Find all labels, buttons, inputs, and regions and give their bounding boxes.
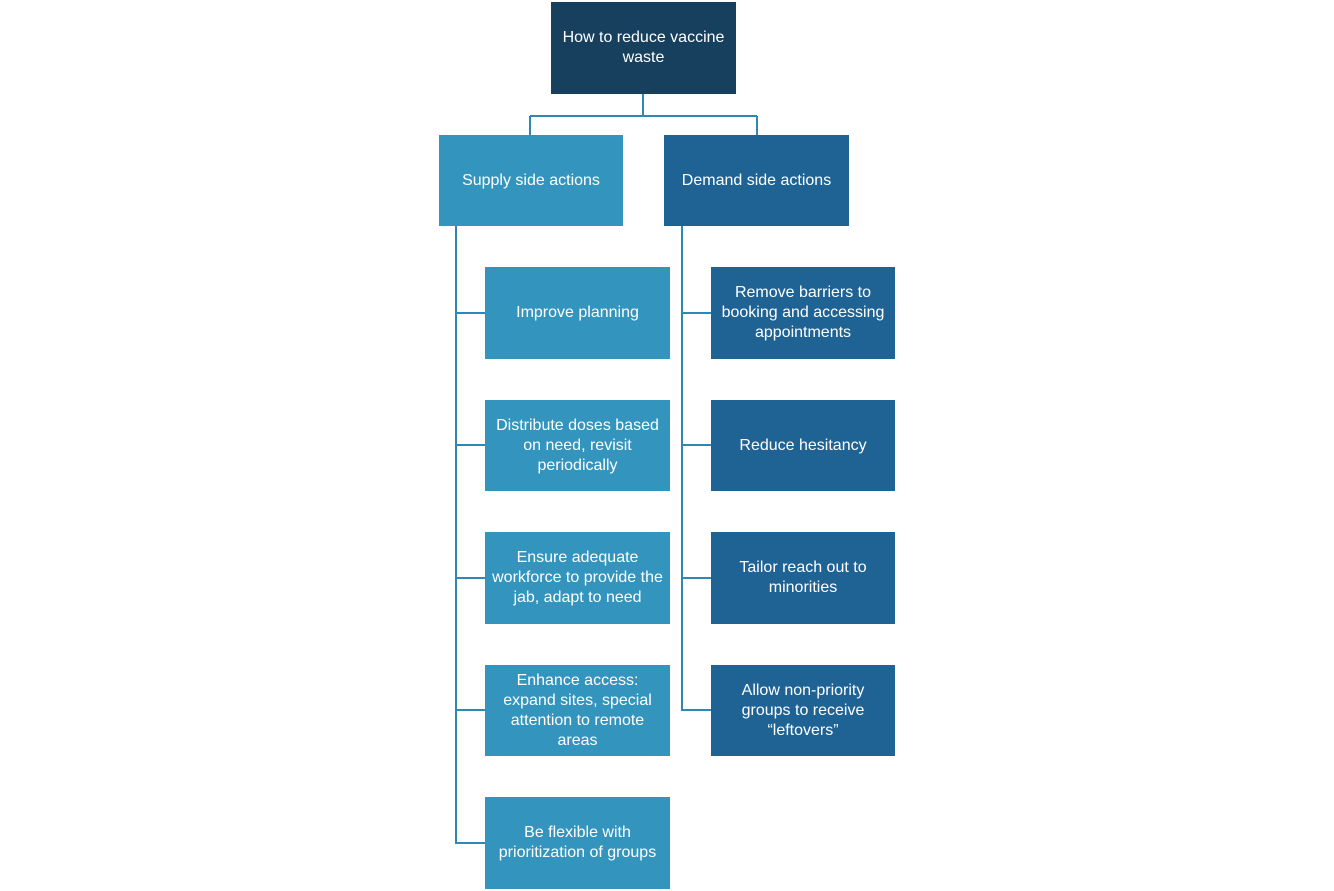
demand-side-label: Demand side actions [681,171,832,189]
demand-item-label: Allow non-priority groups to receive “le… [741,681,865,739]
supply-item-enhance-access: Enhance access: expand sites, special at… [485,665,670,756]
supply-item-ensure-workforce: Ensure adequate workforce to provide the… [485,532,670,624]
supply-item-label: Enhance access: expand sites, special at… [503,671,652,749]
supply-item-label: Distribute doses based on need, revisit … [496,416,659,474]
demand-item-label: Tailor reach out to minorities [739,559,867,596]
demand-item-tailor-reach-out: Tailor reach out to minorities [711,532,895,624]
supply-item-label: Be flexible with prioritization of group… [498,824,657,861]
supply-item-distribute-doses: Distribute doses based on need, revisit … [485,400,670,491]
supply-item-improve-planning: Improve planning [485,267,670,359]
demand-side-node: Demand side actions [664,135,849,226]
demand-item-reduce-hesitancy: Reduce hesitancy [711,400,895,491]
root-label: How to reduce vaccine waste [562,29,725,66]
demand-item-label: Remove barriers to booking and accessing… [721,284,885,341]
supply-item-label: Ensure adequate workforce to provide the… [492,549,663,606]
demand-item-label: Reduce hesitancy [739,436,867,454]
root-node: How to reduce vaccine waste [551,2,736,94]
demand-item-allow-leftovers: Allow non-priority groups to receive “le… [711,665,895,756]
supply-side-node: Supply side actions [439,135,623,226]
supply-item-label: Improve planning [516,304,639,321]
supply-side-label: Supply side actions [462,171,600,189]
demand-item-remove-barriers: Remove barriers to booking and accessing… [711,267,895,359]
supply-item-flexible-prioritization: Be flexible with prioritization of group… [485,797,670,889]
